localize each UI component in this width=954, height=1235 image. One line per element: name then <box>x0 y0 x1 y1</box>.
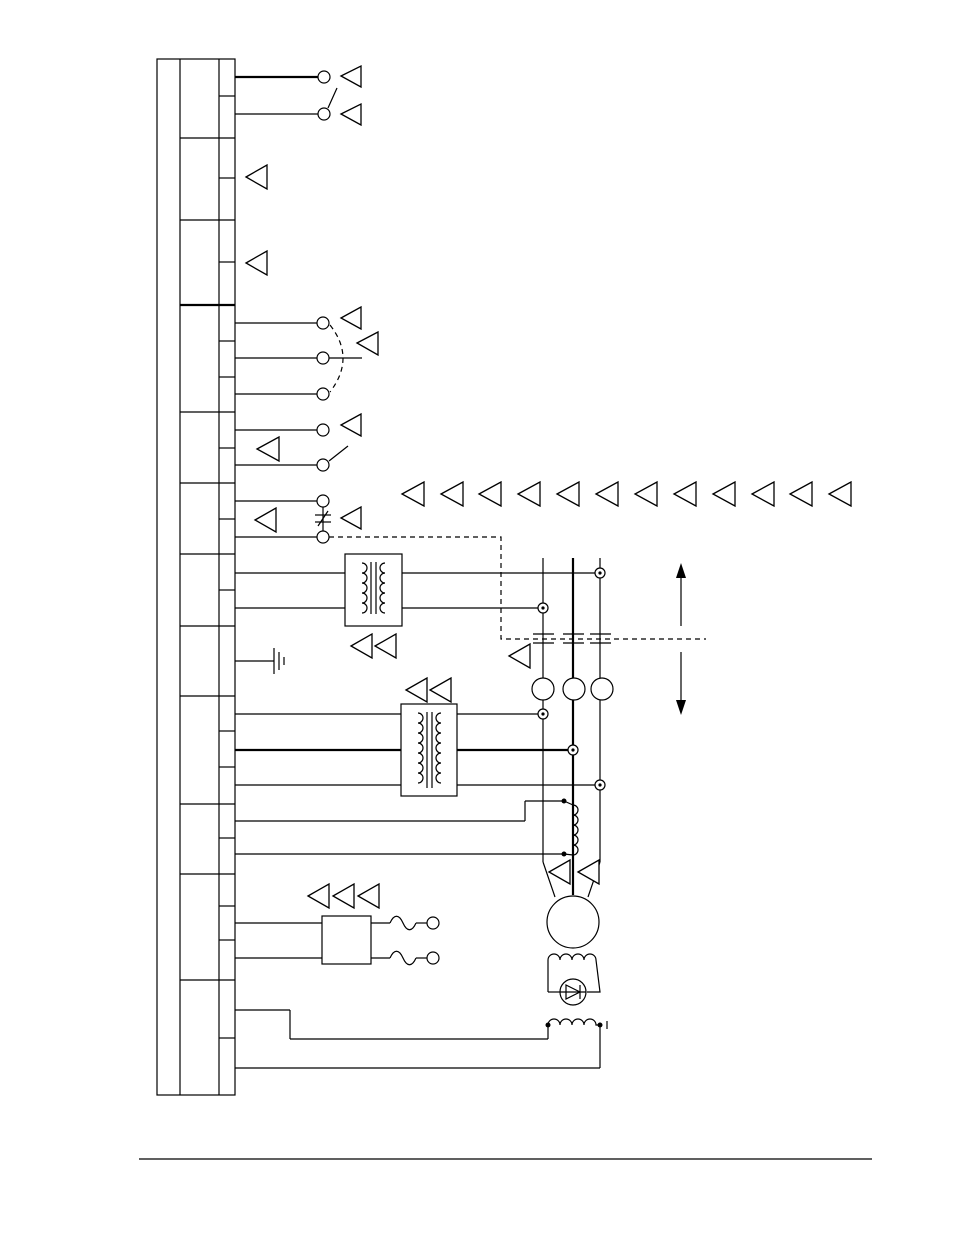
note-flag-icon <box>253 506 277 534</box>
terminal-circle-icon <box>316 351 330 365</box>
fuse-icon <box>389 915 417 931</box>
switch-blade <box>328 445 349 462</box>
note-flag-icon <box>255 435 280 463</box>
sensing-transformer-group <box>235 553 600 660</box>
legend-row <box>400 480 852 508</box>
ground-group <box>235 648 285 674</box>
note-flag-icon <box>750 480 775 508</box>
note-flag-icon <box>439 480 464 508</box>
generator-icon <box>546 895 600 949</box>
terminal-circle-icon <box>316 387 330 401</box>
terminal-strip-frame <box>156 58 236 1096</box>
note-flag-icon <box>827 480 852 508</box>
note-flag-icon <box>356 882 380 910</box>
fuse-icon <box>389 950 417 966</box>
current-transformer-icon <box>590 677 614 701</box>
coil-icon <box>417 712 424 784</box>
note-flag-icon <box>355 330 379 357</box>
coil-icon <box>572 804 579 856</box>
note-flag-icon <box>711 480 736 508</box>
power-transformer-group <box>235 676 606 797</box>
note-flag-icon <box>339 64 362 89</box>
note-flag-icon <box>594 480 619 508</box>
coil-icon <box>379 562 386 614</box>
selector-switch-group <box>235 305 379 401</box>
rotor-field-coil <box>547 953 601 993</box>
terminal-circle-icon <box>316 423 330 437</box>
note-flag-icon <box>507 642 531 670</box>
note-flag-icon <box>339 412 362 438</box>
coil-icon <box>361 562 368 614</box>
note-flag-icon <box>633 480 658 508</box>
fused-module-group <box>235 882 440 966</box>
note-flag-icon <box>672 480 697 508</box>
note-flag-icon <box>244 163 268 191</box>
terminal-circle-icon <box>426 951 440 965</box>
note-flag-icon <box>555 480 580 508</box>
module-box <box>321 915 372 965</box>
note-flag-icon <box>244 249 268 277</box>
transformer-icon <box>344 553 403 627</box>
note-flag-icon <box>373 632 397 660</box>
note-flag-icon <box>400 480 425 508</box>
switch-blade <box>327 87 338 109</box>
note-flag-icon <box>339 505 362 531</box>
exciter-field-group <box>235 1009 608 1069</box>
terminal-circle-icon <box>316 494 330 508</box>
direction-arrows <box>676 563 686 715</box>
note-flag-icon <box>349 632 373 660</box>
current-transformer-icon <box>562 677 586 701</box>
note-flag-icon <box>339 102 362 127</box>
terminal-strip <box>156 58 236 1096</box>
note-flag-icon <box>306 882 330 910</box>
coil-icon <box>435 712 442 784</box>
generator-group <box>542 858 601 1006</box>
coil-icon <box>547 1018 600 1026</box>
arrow-up-icon <box>676 563 686 578</box>
transformer-icon <box>400 703 458 797</box>
note-flag-icon <box>547 858 571 886</box>
note-flag-icon <box>576 858 600 886</box>
note-flag-icon <box>516 480 541 508</box>
terminal-circle-icon <box>316 530 330 544</box>
terminal-circle-icon <box>316 458 330 472</box>
group-separators <box>180 137 235 981</box>
arrow-down-icon <box>676 700 686 715</box>
current-transformer-icon <box>531 677 555 701</box>
switch-group-1 <box>235 64 362 127</box>
terminal-circle-icon <box>317 107 331 121</box>
terminal-circle-icon <box>317 70 331 84</box>
terminal-separators <box>219 95 235 1039</box>
ct-coil-group <box>235 798 579 857</box>
note-flag-icon <box>339 305 362 331</box>
switch-group-5 <box>235 412 362 472</box>
note-flag-icon <box>477 480 502 508</box>
contact-group-6 <box>235 494 706 640</box>
boundary-dashed-line <box>329 536 706 640</box>
note-flag-icon <box>428 676 452 704</box>
note-flag-icon <box>788 480 813 508</box>
terminal-circle-icon <box>316 316 330 330</box>
terminal-circle-icon <box>426 916 440 930</box>
note-flag-icon <box>331 882 355 910</box>
note-flag-icon <box>404 676 428 704</box>
